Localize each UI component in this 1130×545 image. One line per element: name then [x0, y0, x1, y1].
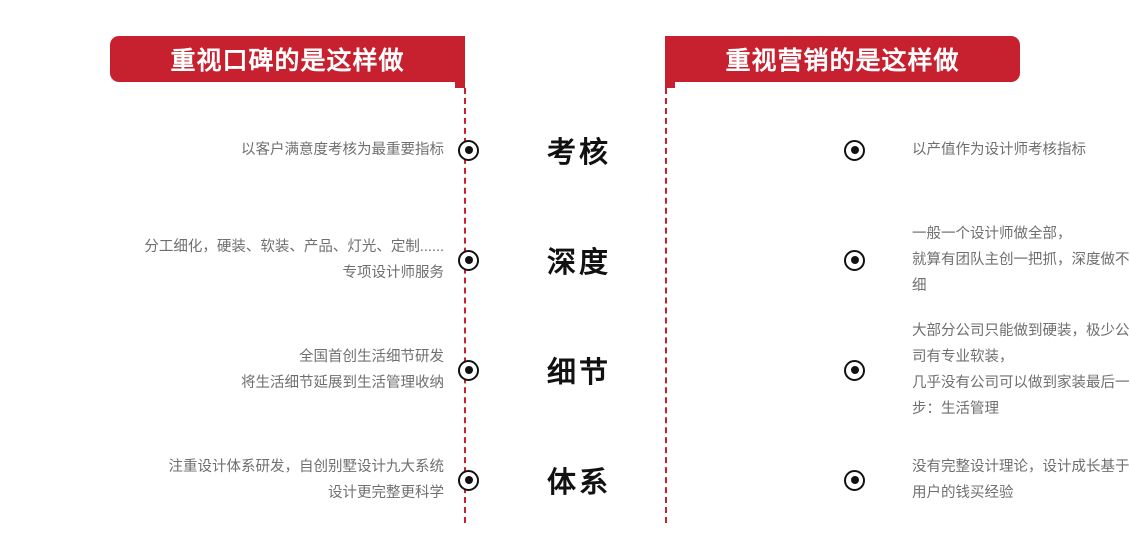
row-right-text: 没有完整设计理论，设计成长基于用户的钱买经验 — [912, 459, 1130, 501]
node-marker-right-icon — [844, 359, 865, 381]
row-center-label: 深度 — [546, 247, 611, 279]
node-marker-right-icon — [844, 469, 865, 491]
row-right-text: 大部分公司只能做到硬装，极少公司有专业软装， 几乎没有公司可以做到家装最后一步：… — [912, 323, 1130, 417]
comparison-row: 注重设计体系研发，自创别墅设计九大系统 设计更完整更科学 体系 没有完整设计理论… — [0, 448, 1130, 512]
comparison-row: 分工细化，硬装、软装、产品、灯光、定制...... 专项设计师服务 深度 一般一… — [0, 226, 1130, 294]
row-center-label: 细节 — [546, 357, 611, 389]
row-right-text: 一般一个设计师做全部， 就算有团队主创一把抓，深度做不细 — [912, 226, 1130, 294]
row-right-text: 以产值作为设计师考核指标 — [912, 142, 1086, 158]
node-marker-right-icon — [844, 139, 865, 161]
header-banner-right-text: 重视营销的是这样做 — [725, 47, 960, 75]
header-banner-left: 重视口碑的是这样做 — [110, 36, 465, 82]
row-center-label: 考核 — [546, 137, 611, 169]
header-banner-right-tail — [665, 36, 675, 88]
row-left-text: 全国首创生活细节研发 将生活细节延展到生活管理收纳 — [241, 349, 444, 391]
row-center-label: 体系 — [546, 467, 611, 499]
header-banner-left-tail — [455, 36, 465, 88]
node-marker-left-icon — [458, 139, 479, 161]
node-marker-left-icon — [458, 249, 479, 271]
comparison-row: 以客户满意度考核为最重要指标 考核 以产值作为设计师考核指标 — [0, 124, 1130, 176]
comparison-row: 全国首创生活细节研发 将生活细节延展到生活管理收纳 细节 大部分公司只能做到硬装… — [0, 323, 1130, 417]
header-banner-left-text: 重视口碑的是这样做 — [170, 47, 405, 75]
header-banner-right: 重视营销的是这样做 — [665, 36, 1020, 82]
node-marker-left-icon — [458, 469, 479, 491]
row-left-text: 注重设计体系研发，自创别墅设计九大系统 设计更完整更科学 — [168, 459, 445, 501]
timeline-rail-left — [464, 88, 466, 523]
timeline-rail-right — [665, 88, 667, 523]
node-marker-right-icon — [844, 249, 865, 271]
row-left-text: 以客户满意度考核为最重要指标 — [241, 142, 444, 158]
node-marker-left-icon — [458, 359, 479, 381]
row-left-text: 分工细化，硬装、软装、产品、灯光、定制...... 专项设计师服务 — [144, 239, 444, 281]
